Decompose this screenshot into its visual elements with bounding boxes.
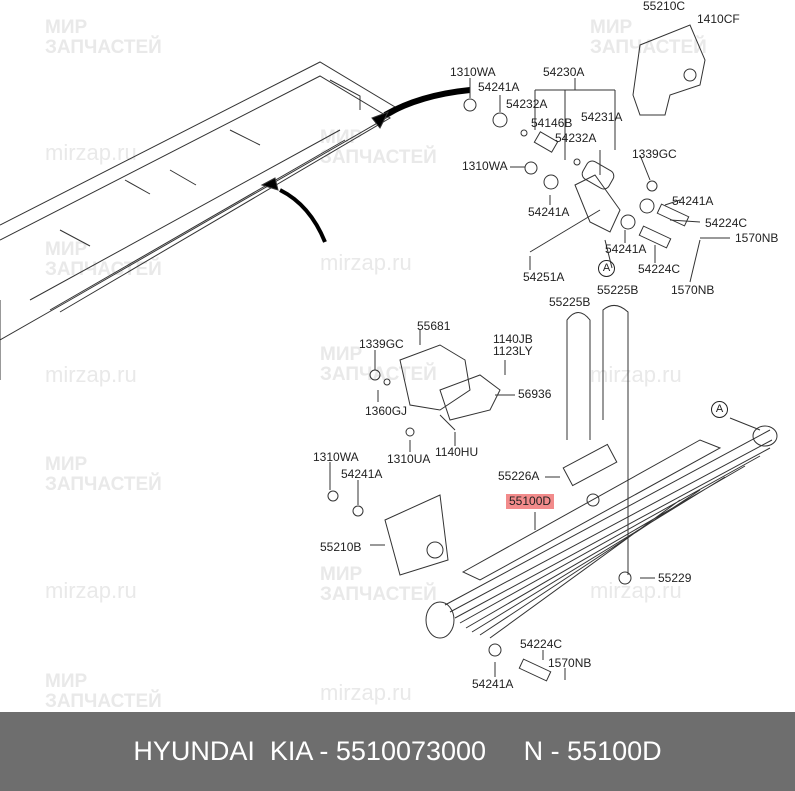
- part-number-footer: HYUNDAI KIA - 5510073000 N - 55100D: [0, 712, 795, 791]
- part-label[interactable]: 1570NB: [548, 656, 592, 670]
- part-label[interactable]: 54232A: [555, 131, 597, 145]
- part-label[interactable]: 1339GC: [632, 147, 677, 161]
- watermark: mirzap.ru: [45, 578, 137, 603]
- part-label[interactable]: 1570NB: [671, 283, 715, 297]
- part-label[interactable]: 55225B: [597, 283, 639, 297]
- part-label[interactable]: 54230A: [543, 65, 585, 79]
- part-label[interactable]: 1339GC: [359, 337, 404, 351]
- part-label[interactable]: 1310WA: [462, 159, 508, 173]
- part-label[interactable]: 56936: [518, 387, 552, 401]
- part-label[interactable]: 54241A: [478, 80, 520, 94]
- part-label[interactable]: 1310WA: [313, 450, 359, 464]
- part-label[interactable]: 54241A: [472, 677, 514, 691]
- part-label[interactable]: 1140JB: [493, 332, 533, 346]
- reference-marker-a: A: [598, 260, 615, 277]
- part-label[interactable]: 54241A: [341, 467, 383, 481]
- leaf-spring: [425, 425, 778, 682]
- reference-marker-a: A: [711, 401, 728, 418]
- part-label[interactable]: 54241A: [672, 194, 714, 208]
- watermark: mirzap.ru: [590, 362, 682, 387]
- part-label[interactable]: 54224C: [520, 637, 563, 651]
- watermark: mirzap.ru: [590, 578, 682, 603]
- part-label[interactable]: 55226A: [498, 469, 540, 483]
- part-number-text: HYUNDAI KIA - 5510073000 N - 55100D: [133, 736, 662, 766]
- part-label[interactable]: 54241A: [528, 205, 570, 219]
- part-label[interactable]: 1140HU: [435, 445, 479, 459]
- part-label[interactable]: 54241A: [605, 242, 647, 256]
- highlighted-part-label[interactable]: 55100D: [506, 494, 555, 509]
- part-label[interactable]: 55225B: [549, 295, 591, 309]
- part-label[interactable]: 1310WA: [450, 65, 496, 79]
- parts-drawing: [0, 24, 778, 682]
- part-label[interactable]: 1570NB: [735, 231, 779, 245]
- part-label[interactable]: 54231A: [581, 110, 623, 124]
- part-label[interactable]: 1123LY: [493, 344, 533, 358]
- part-label[interactable]: 55210B: [320, 540, 362, 554]
- part-label[interactable]: 54224C: [705, 216, 748, 230]
- watermark: mirzap.ru: [320, 250, 412, 275]
- watermark: mirzap.ru: [320, 680, 412, 705]
- part-label[interactable]: 1310UA: [387, 452, 431, 466]
- part-label[interactable]: 55229: [658, 571, 692, 585]
- watermark: mirzap.ru: [45, 362, 137, 387]
- part-label[interactable]: 54146B: [531, 116, 573, 130]
- part-label[interactable]: 55681: [417, 319, 451, 333]
- part-label[interactable]: 1410CF: [697, 12, 740, 26]
- part-label[interactable]: 55210C: [643, 0, 686, 13]
- part-label[interactable]: 54232A: [506, 97, 548, 111]
- vehicle-frame: [0, 61, 401, 380]
- part-label[interactable]: 54224C: [638, 262, 681, 276]
- watermark: mirzap.ru: [45, 140, 137, 165]
- part-label[interactable]: 54251A: [523, 270, 565, 284]
- part-label[interactable]: 1360GJ: [365, 404, 408, 418]
